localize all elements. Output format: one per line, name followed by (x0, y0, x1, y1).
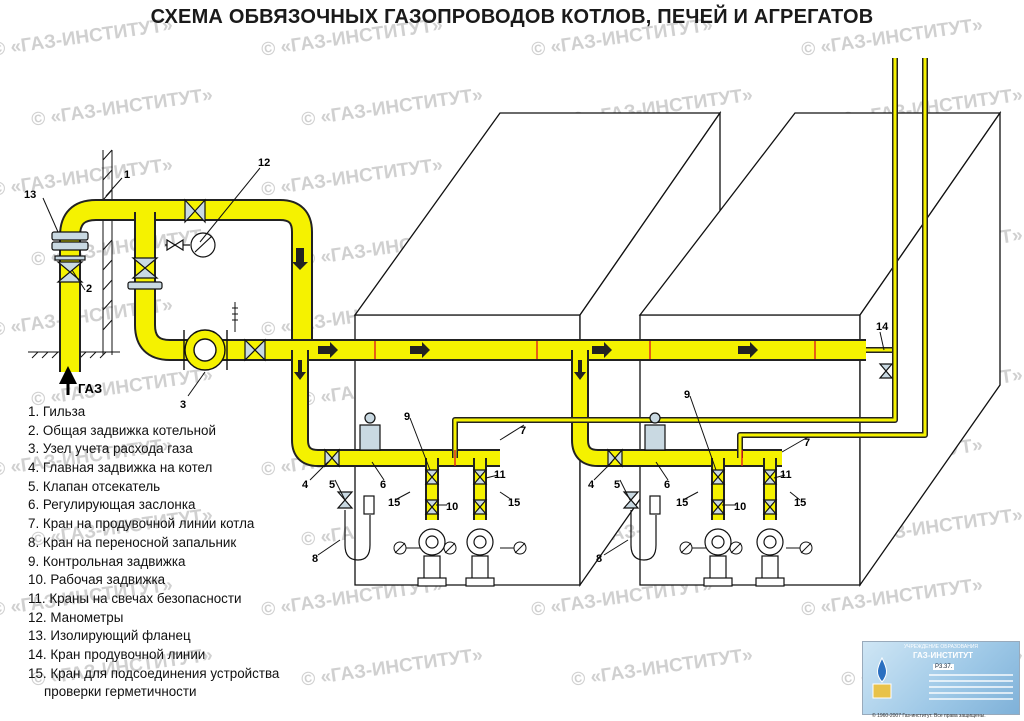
callout-10-boiler-2: 10 (734, 501, 746, 513)
valve-14 (878, 363, 894, 379)
manometer-icon (165, 232, 216, 258)
callout-7-boiler-1: 7 (520, 425, 526, 437)
callout-8-boiler-2: 8 (596, 553, 602, 565)
callout-15-boiler-1-left: 15 (388, 497, 400, 509)
callout-13: 13 (24, 189, 36, 201)
callout-9-boiler-2: 9 (684, 389, 690, 401)
legend-item-11: 11. Краны на свечах безопасности (28, 590, 242, 606)
legend-item-6: 6. Регулирующая заслонка (28, 497, 196, 513)
callout-11-boiler-2: 11 (780, 469, 792, 481)
valves (54, 198, 894, 515)
wall (102, 149, 113, 355)
callout-5-boiler-2: 5 (614, 479, 620, 491)
pipe-seams (374, 341, 816, 466)
callout-leaders (42, 167, 885, 556)
legend-item-15: 15. Кран для подсоединения устройства (28, 665, 280, 681)
gas-inlet-arrow: ГАЗ (59, 366, 102, 396)
callout-4-boiler-1: 4 (302, 479, 309, 491)
legend-item-13: 13. Изолирующий фланец (28, 628, 191, 644)
institute-plaque: УЧРЕЖДЕНИЕ ОБРАЗОВАНИЯ ГАЗ-ИНСТИТУТ Р3.3… (862, 641, 1020, 715)
valve-4-main (244, 338, 266, 362)
flanges (51, 231, 163, 290)
plaque-text-lines (929, 674, 1013, 704)
callout-7-boiler-2: 7 (804, 437, 810, 449)
callout-12: 12 (258, 157, 270, 169)
valve-10-b2-right (762, 499, 778, 515)
legend-item-15-continuation: проверки герметичности (44, 684, 197, 700)
valve-main-vert (131, 257, 159, 279)
burner-2b (755, 528, 785, 587)
legend-item-2: 2. Общая задвижка котельной (28, 422, 216, 438)
valve-10-b1-left (424, 499, 440, 515)
legend-item-12: 12. Манометры (28, 609, 124, 625)
legend-item-10: 10. Рабочая задвижка (28, 572, 166, 588)
legend-item-4: 4. Главная задвижка на котел (28, 460, 213, 476)
callout-4-boiler-2: 4 (588, 479, 595, 491)
valve-9-b2-left (710, 469, 726, 485)
gas-inlet-label: ГАЗ (78, 381, 102, 396)
valve-9-b1-right (472, 469, 488, 485)
burner-2a (703, 528, 733, 587)
flow-arrows (292, 248, 758, 380)
legend-item-3: 3. Узел учета расхода газа (28, 441, 193, 457)
valve-12-line (184, 198, 206, 224)
callout-6-boiler-1: 6 (380, 479, 386, 491)
callout-8-boiler-1: 8 (312, 553, 318, 565)
plaque-name: ГАЗ-ИНСТИТУТ (913, 651, 973, 660)
burner-1a (417, 528, 447, 587)
institute-logo-icon (872, 656, 892, 699)
callout-15-boiler-2-right: 15 (794, 497, 806, 509)
plaque-org: УЧРЕЖДЕНИЕ ОБРАЗОВАНИЯ (903, 644, 979, 650)
callout-numbers: 1 2 3 4 4 5 5 6 6 7 7 8 8 9 9 10 10 11 1… (24, 157, 889, 565)
valve-10-b1-right (472, 499, 488, 515)
gas-meter-icon (183, 329, 228, 371)
callout-11-boiler-1: 11 (494, 469, 506, 481)
page-title: СХЕМА ОБВЯЗОЧНЫХ ГАЗОПРОВОДОВ КОТЛОВ, ПЕ… (150, 6, 874, 28)
legend-item-7: 7. Кран на продувочной линии котла (28, 516, 255, 532)
plaque-code: Р3.37. (933, 664, 955, 670)
valve-10-b2-left (710, 499, 726, 515)
callout-14: 14 (876, 321, 889, 333)
legend-item-1: 1. Гильза (28, 404, 86, 419)
legend-item-9: 9. Контрольная задвижка (28, 553, 186, 569)
legend-item-14: 14. Кран продувочной линии (28, 646, 206, 662)
callout-15-boiler-2-left: 15 (676, 497, 688, 509)
legend-list: 1. Гильза 2. Общая задвижка котельной 3.… (28, 403, 348, 702)
igniter-hoses (344, 495, 661, 561)
callout-15-boiler-1-right: 15 (508, 497, 520, 509)
shutoff-valves (359, 412, 666, 451)
valve-9-b2-right (762, 469, 778, 485)
callout-3: 3 (180, 399, 186, 411)
callout-5-boiler-1: 5 (329, 479, 335, 491)
thermometer-icon (232, 302, 238, 332)
callout-6-boiler-2: 6 (664, 479, 670, 491)
legend-item-5: 5. Клапан отсекатель (28, 478, 161, 494)
callout-10-boiler-1: 10 (446, 501, 458, 513)
legend-item-8: 8. Кран на переносной запальник (28, 534, 237, 550)
burner-1b (465, 528, 495, 587)
copyright-text: © 1960-2007 Газ-институт. Все права защи… (872, 713, 986, 719)
valve-9-b1-left (424, 469, 440, 485)
burners (417, 528, 785, 587)
callout-2: 2 (86, 283, 92, 295)
valve-4-b1 (324, 448, 340, 468)
burner-manometers (393, 541, 813, 555)
callout-9-boiler-1: 9 (404, 411, 410, 423)
callout-1: 1 (124, 169, 130, 181)
